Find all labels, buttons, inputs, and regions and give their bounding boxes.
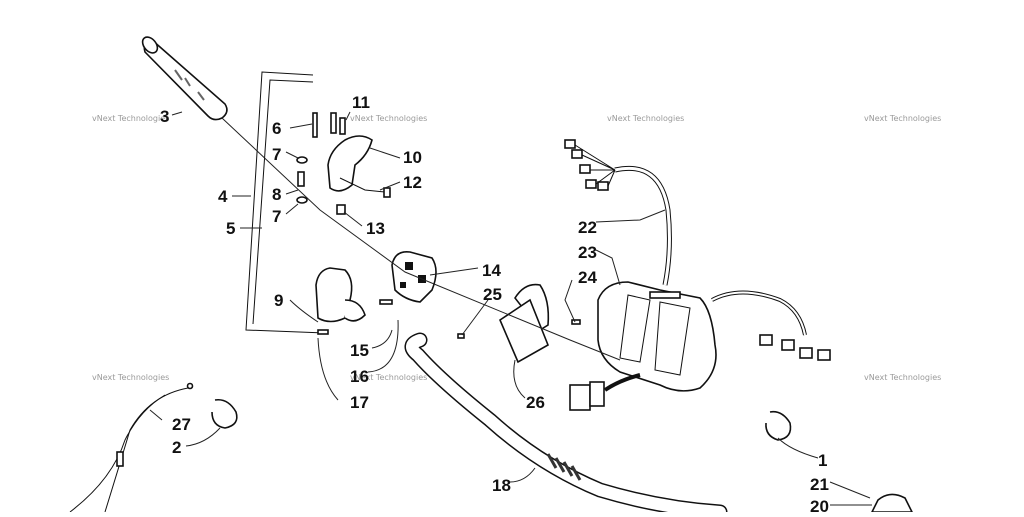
callout-18: 18 [492,476,511,495]
callout-23: 23 [578,243,597,262]
callout-9: 9 [274,291,283,310]
callout-4: 4 [218,187,228,206]
callout-labels: 3 4 5 6 7 8 7 9 10 11 12 13 14 15 16 17 … [160,93,829,516]
callout-13: 13 [366,219,385,238]
clips [211,398,792,441]
callout-6: 6 [272,119,281,138]
callout-21: 21 [810,475,829,494]
callout-15: 15 [350,341,369,360]
callout-12: 12 [403,173,422,192]
callout-26: 26 [526,393,545,412]
callout-7: 7 [272,207,281,226]
throttle-housing [315,267,393,335]
watermarks: vNext Technologies vNext Technologies vN… [92,114,941,382]
callout-16: 16 [350,367,369,386]
handlebar [404,332,728,517]
watermark: vNext Technologies [350,114,427,123]
switch-housing [391,250,437,303]
lower-right-part [870,493,914,513]
leader-lines [149,111,872,506]
wiring-harness [564,139,831,411]
watermark: vNext Technologies [864,373,941,382]
callout-17: 17 [350,393,369,412]
callout-27: 27 [172,415,191,434]
throttle-cable [69,382,194,513]
bracket-frame [245,71,326,334]
control-housing [571,281,717,392]
watermark: vNext Technologies [864,114,941,123]
callout-2: 2 [172,438,181,457]
callout-25: 25 [483,285,502,304]
callout-5: 5 [226,219,235,238]
throttle-lever [296,112,391,215]
callout-20: 20 [810,497,829,512]
watermark: vNext Technologies [92,114,169,123]
callout-24: 24 [578,268,597,287]
decal-plate [499,298,550,364]
callout-10: 10 [403,148,422,167]
grip [141,36,228,121]
callout-11: 11 [352,93,370,112]
watermark: vNext Technologies [92,373,169,382]
watermark: vNext Technologies [607,114,684,123]
callout-3: 3 [160,107,169,126]
callout-14: 14 [482,261,501,280]
watermark: vNext Technologies [350,373,427,382]
callout-1: 1 [818,451,827,470]
callout-8: 8 [272,185,281,204]
callout-7: 7 [272,145,281,164]
callout-22: 22 [578,218,597,237]
